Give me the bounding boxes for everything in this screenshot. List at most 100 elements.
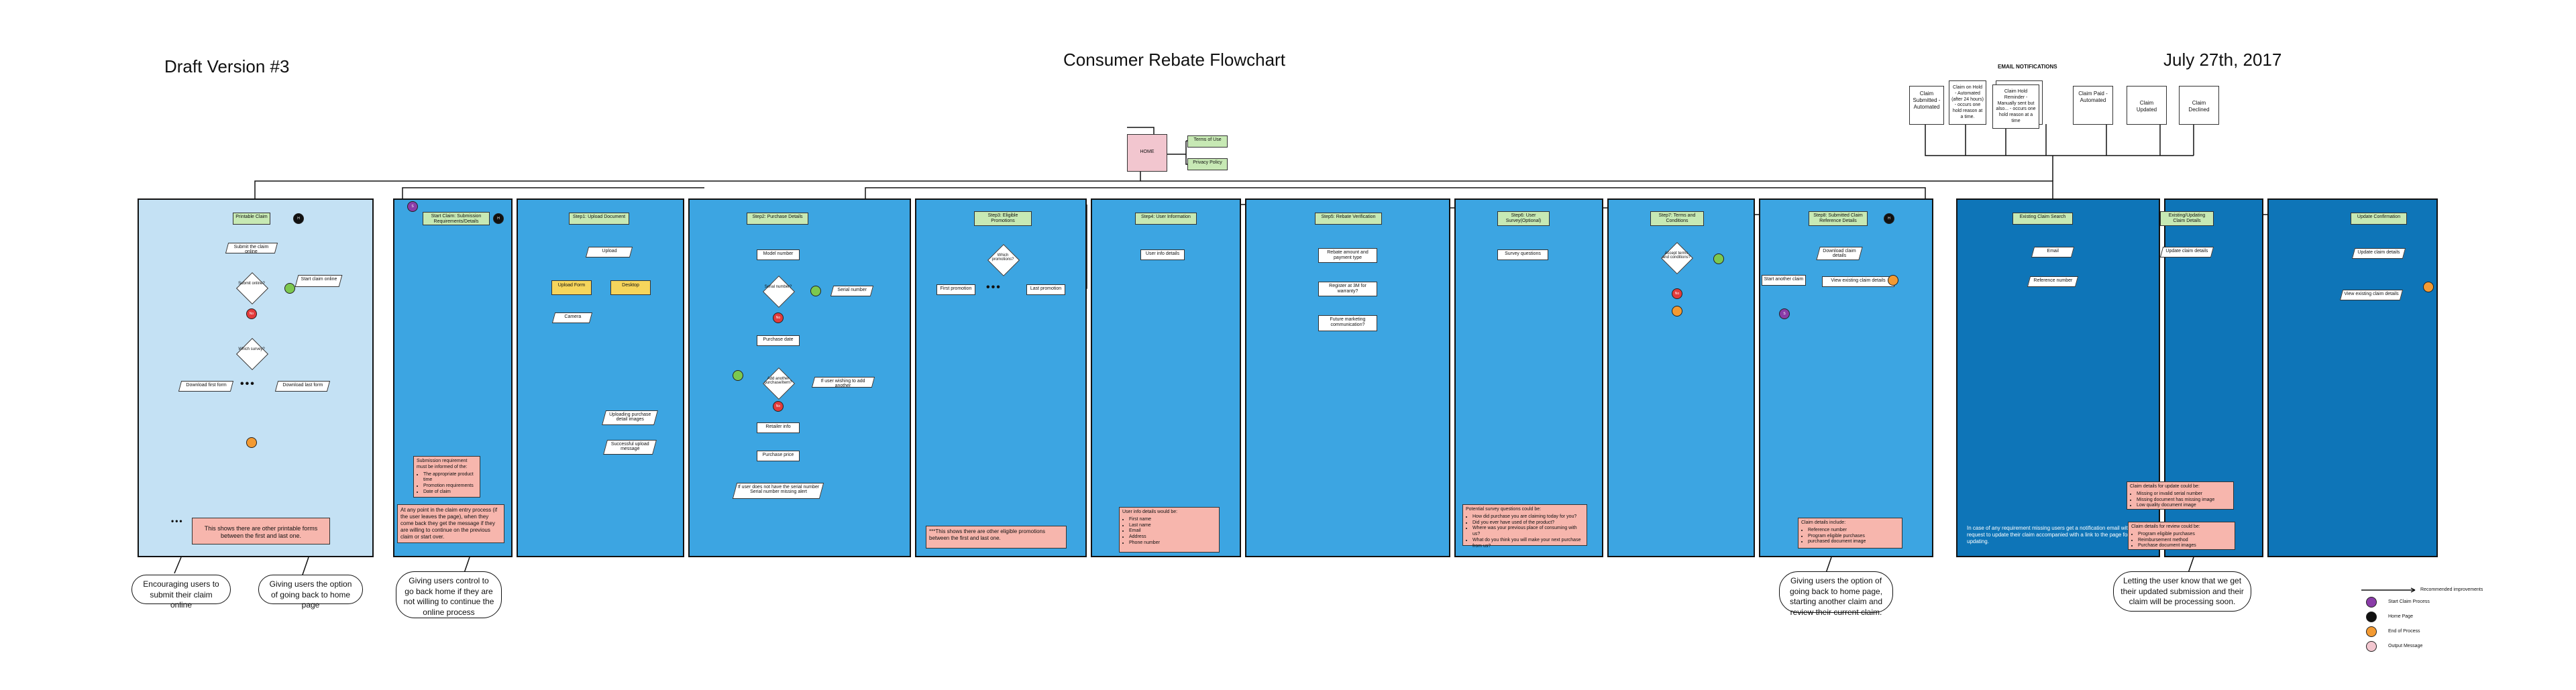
legend-start-icon xyxy=(2366,597,2377,608)
legend-output-icon xyxy=(2366,641,2377,652)
user-info-item: First name xyxy=(1129,517,1216,523)
existing-claim-search-step: Existing Claim Search xyxy=(2012,213,2073,225)
start-claim-step: Start Claim: Submission Requirements/Det… xyxy=(423,212,490,225)
bubble-update-confirmation: Letting the user know that we get their … xyxy=(2113,571,2251,612)
view-existing-claim[interactable]: View existing claim details xyxy=(1822,276,1894,287)
add-another-decision: Add another purchase/item? xyxy=(762,367,796,400)
yes-connector-icon xyxy=(733,370,743,381)
add-another-note: If user wishing to add another xyxy=(811,377,875,388)
page-date: July 27th, 2017 xyxy=(2163,50,2282,70)
user-info-details[interactable]: User info details xyxy=(1140,249,1185,260)
legend-end: End of Process xyxy=(2388,629,2420,634)
download-claim-details[interactable]: Download claim details xyxy=(1816,247,1863,260)
home-box[interactable]: HOME xyxy=(1127,134,1167,172)
user-info-item: Phone number xyxy=(1129,540,1216,547)
review-item: Program eligible purchases xyxy=(2138,532,2232,538)
purchase-price[interactable]: Purchase price xyxy=(757,451,800,461)
requirement-item: The appropriate product time xyxy=(423,472,477,484)
claim-detail-item: Reference number xyxy=(1808,528,1899,534)
rebate-amount[interactable]: Rebate amount and payment type xyxy=(1318,248,1377,263)
download-first-form[interactable]: Download first form xyxy=(178,381,234,392)
lane-update-confirmation xyxy=(2267,198,2438,557)
lane-existing-claim-search xyxy=(1956,198,2160,557)
review-item: Purchase document images xyxy=(2138,543,2232,549)
camera-option[interactable]: Camera xyxy=(551,312,593,323)
first-promotion[interactable]: First promotion xyxy=(936,284,975,295)
no-connector-icon: No xyxy=(246,308,257,319)
legend-end-icon xyxy=(2366,626,2377,637)
user-information-step: Step4: User Information xyxy=(1135,213,1197,225)
future-marketing[interactable]: Future marketing communication? xyxy=(1318,315,1377,331)
purchase-date[interactable]: Purchase date xyxy=(757,335,800,346)
confirm-view-existing[interactable]: View existing claim details xyxy=(2339,290,2404,300)
lane-printable-claim xyxy=(138,198,374,557)
survey-item: How did purchase you are claiming today … xyxy=(1472,514,1584,520)
yes-connector-icon xyxy=(284,283,295,294)
bubble-back-home: Giving users the option of going back to… xyxy=(258,575,363,610)
confirm-update-details[interactable]: Update claim details xyxy=(2351,248,2406,259)
privacy-policy-box[interactable]: Privacy Policy xyxy=(1187,158,1228,170)
end-icon xyxy=(1888,275,1898,286)
no-connector-icon: No xyxy=(1672,288,1682,299)
bubble-submitted-options: Giving users the option of going back to… xyxy=(1779,571,1893,617)
serial-number[interactable]: Serial number xyxy=(830,286,874,296)
user-info-item: Address xyxy=(1129,534,1216,540)
user-info-note: User info details would be: First name L… xyxy=(1119,507,1220,553)
bubble-encouraging-online: Encouraging users to submit their claim … xyxy=(131,575,231,610)
ellipsis-forms: ••• xyxy=(240,378,256,390)
email-notifications-title: EMAIL NOTIFICATIONS xyxy=(1998,64,2057,70)
serial-number-decision: Serial number? xyxy=(762,275,796,308)
page-title: Consumer Rebate Flowchart xyxy=(1063,50,1285,70)
desktop-option[interactable]: Desktop xyxy=(610,280,651,295)
end-icon xyxy=(2423,282,2434,292)
email-field[interactable]: Email xyxy=(2031,247,2075,257)
end-icon xyxy=(246,437,257,448)
lane-upload-document xyxy=(517,198,684,557)
start-another-claim[interactable]: Start another claim xyxy=(1762,275,1806,286)
which-promotions-decision: Which promotions? xyxy=(987,243,1021,277)
yes-connector-icon xyxy=(1713,253,1724,264)
reference-number-field[interactable]: Reference number xyxy=(2027,276,2079,287)
update-confirmation-step: Update Confirmation xyxy=(2351,213,2407,225)
model-number[interactable]: Model number xyxy=(757,249,800,260)
upload-action[interactable]: Upload xyxy=(585,247,633,257)
upload-document-step: Step1: Upload Document xyxy=(569,213,629,225)
survey-note: Potential survey questions could be: How… xyxy=(1462,504,1587,549)
last-promotion[interactable]: Last promotion xyxy=(1026,284,1065,295)
email-doc-submitted: Claim Submitted - Automated xyxy=(1909,86,1944,125)
upload-form-option[interactable]: Upload Form xyxy=(551,280,592,295)
retailer-info[interactable]: Retailer info xyxy=(757,422,800,433)
no-serial-message: If user does not have the serial number … xyxy=(732,483,824,499)
which-survey-decision: Which survey? xyxy=(235,337,269,371)
terms-of-use-box[interactable]: Terms of Use xyxy=(1187,135,1228,148)
bubble-control-go-back: Giving users control to go back home if … xyxy=(396,571,502,618)
submitted-claim-step: Step8: Submitted Claim Reference Details xyxy=(1809,211,1868,226)
requirement-item: Promotion requirements xyxy=(423,483,477,490)
updating-note-2: Claim details for review could be: Progr… xyxy=(2128,522,2235,550)
printable-claim-step: Printable Claim xyxy=(233,213,270,225)
email-doc-on-hold: Claim on Hold - Automated (after 24 hour… xyxy=(1949,80,1986,125)
home-icon[interactable]: H xyxy=(1884,213,1894,224)
survey-item: Where was your previous place of consumi… xyxy=(1472,526,1584,538)
email-hold-note: In case of any requirement missing users… xyxy=(1967,525,2143,544)
end-icon xyxy=(1672,306,1682,317)
home-icon[interactable]: H xyxy=(293,213,304,224)
update-claim-details[interactable]: Update claim details xyxy=(2159,247,2214,257)
legend-output: Output Message xyxy=(2388,644,2423,648)
terms-conditions-step: Step7: Terms and Conditions xyxy=(1650,211,1704,226)
start-icon: S xyxy=(1779,308,1790,319)
email-doc-hold-reminder: Claim Hold Reminder - Manually sent but … xyxy=(1992,84,2039,129)
start-claim-online: Start claim online xyxy=(294,275,343,287)
survey-questions[interactable]: Survey questions xyxy=(1497,249,1548,260)
email-doc-updated: Claim Updated xyxy=(2127,86,2167,125)
download-last-form[interactable]: Download last form xyxy=(274,381,331,392)
start-icon: S xyxy=(407,201,418,212)
no-connector-icon: No xyxy=(773,401,784,412)
no-connector-icon: No xyxy=(773,312,784,323)
home-icon[interactable]: H xyxy=(493,213,504,224)
requirement-item: Date of claim xyxy=(423,490,477,496)
purchase-details-step: Step2: Purchase Details xyxy=(747,213,808,225)
register-warranty[interactable]: Register at 3M for warranty? xyxy=(1318,282,1377,296)
ellipsis-printable-note: ••• xyxy=(171,516,184,526)
claim-detail-item: purchased document image xyxy=(1808,539,1899,545)
